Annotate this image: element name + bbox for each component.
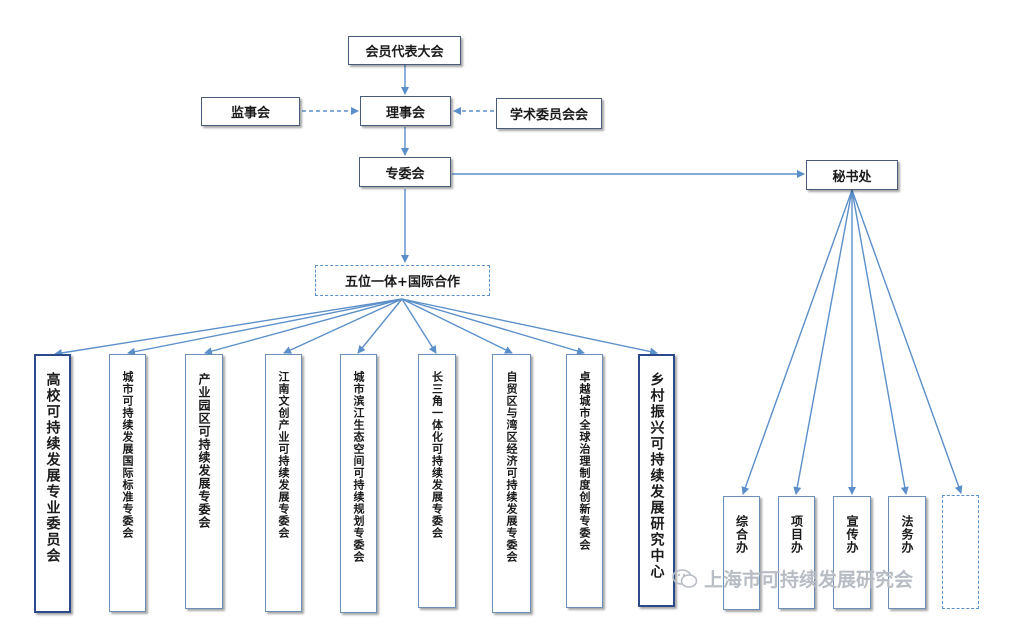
arrow-to-office-5 [851, 189, 963, 494]
supervisory-board-label: 监事会 [230, 106, 270, 121]
watermark: 上海市可持续发展研究会 [672, 565, 913, 592]
arrow-to-office-4 [851, 189, 909, 495]
office-label: 综合办 [734, 515, 749, 554]
committee-box: 卓越城市全球治理制度创新专委会 [566, 354, 603, 608]
five-in-one-box: 五位一体+国际合作 [315, 265, 490, 296]
committee-box: 自贸区与湾区经济可持续发展专委会 [492, 354, 531, 613]
committee-label: 城市滨江生态空间可持续规划专委会 [352, 371, 365, 563]
committee-label: 自贸区与湾区经济可持续发展专委会 [505, 371, 518, 563]
watermark-text: 上海市可持续发展研究会 [704, 569, 914, 591]
secretariat-box: 秘书处 [806, 160, 898, 190]
office-box: 宣传办 [833, 496, 871, 609]
special-committees-box: 专委会 [359, 157, 451, 187]
supervisory-board-box: 监事会 [201, 97, 300, 126]
wechat-icon [672, 568, 698, 588]
office-box: 法务办 [888, 496, 926, 609]
arrow-to-office-2 [793, 189, 853, 495]
council-box: 理事会 [360, 96, 451, 126]
office-label: 宣传办 [845, 515, 859, 554]
arrow-to-committee-2 [127, 298, 403, 356]
office-label: 项目办 [789, 515, 804, 554]
committee-box: 高校可持续发展专业委员会 [34, 354, 71, 613]
arrow-to-committee-6 [401, 298, 437, 354]
committee-box: 产业园区可持续发展专委会 [185, 354, 223, 609]
secretariat-label: 秘书处 [832, 169, 872, 185]
committee-box: 城市可持续发展国际标准专委会 [109, 354, 146, 612]
committee-label: 卓越城市全球治理制度创新专委会 [578, 371, 591, 551]
arrow-to-committee-3 [204, 298, 403, 356]
office-box: 项目办 [778, 496, 815, 609]
committee-label: 长三角一体化可持续发展专委会 [430, 371, 444, 539]
committee-box: 长三角一体化可持续发展专委会 [418, 354, 456, 608]
arrow-to-committee-8 [401, 298, 585, 355]
committee-label: 江南文创产业可持续发展专委会 [277, 371, 290, 539]
council-label: 理事会 [385, 105, 425, 121]
arrow-to-committee-1 [54, 298, 403, 357]
five-in-one-label: 五位一体+国际合作 [345, 275, 460, 290]
academic-committee-box: 学术委员会会 [496, 98, 602, 129]
committee-box: 江南文创产业可持续发展专委会 [265, 354, 302, 612]
committee-box: 城市滨江生态空间可持续规划专委会 [340, 354, 377, 613]
office-label: 法务办 [900, 515, 914, 554]
arrow-to-office-1 [741, 189, 853, 495]
committee-label: 城市可持续发展国际标准专委会 [121, 371, 134, 539]
committee-box: 乡村振兴可持续发展研究中心 [638, 354, 675, 607]
general-assembly-label: 会员代表大会 [365, 45, 444, 60]
office-box-placeholder [942, 495, 979, 609]
committee-label: 高校可持续发展专业委员会 [44, 372, 61, 564]
arrow-to-committee-7 [401, 298, 513, 354]
committee-label: 产业园区可持续发展专委会 [197, 373, 211, 529]
committee-label: 乡村振兴可持续发展研究中心 [648, 372, 665, 580]
arrow-to-committee-5 [357, 298, 403, 354]
arrow-to-committee-9 [401, 298, 658, 356]
office-box: 综合办 [723, 496, 760, 610]
arrow-to-committee-4 [283, 298, 403, 354]
academic-committee-label: 学术委员会会 [509, 108, 588, 123]
special-committees-label: 专委会 [385, 166, 425, 182]
general-assembly-box: 会员代表大会 [348, 36, 461, 65]
